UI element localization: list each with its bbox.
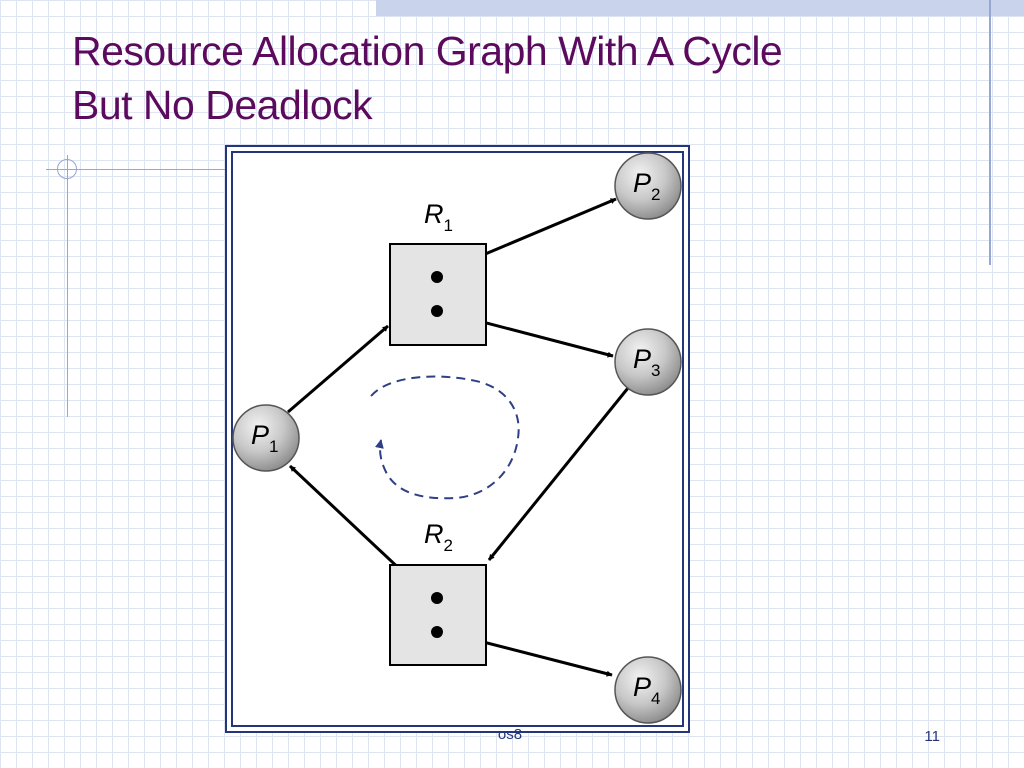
left-decor-circle: [57, 159, 77, 179]
process-p1-subscript: 1: [269, 437, 278, 456]
process-p4-letter: P: [633, 672, 651, 702]
process-p3-circle: [614, 328, 682, 396]
resource-r2-box: [389, 564, 487, 666]
left-decor-rule-vertical: [67, 155, 68, 417]
resource-r2-subscript: 2: [444, 536, 453, 555]
resource-r1: R1: [389, 199, 487, 346]
resource-r2-letter: R: [424, 519, 444, 549]
slide-title-line-2: But No Deadlock: [72, 82, 373, 128]
process-p1-letter: P: [251, 420, 269, 450]
left-decor-rule-horizontal: [46, 169, 236, 170]
process-p2-letter: P: [633, 168, 651, 198]
process-p1-label: P1: [251, 420, 278, 456]
process-p2: P2: [614, 152, 682, 220]
cycle-indicator: [370, 375, 520, 500]
resource-r2-instance-1: [431, 592, 443, 604]
process-p3: P3: [614, 328, 682, 396]
process-p3-label: P3: [633, 344, 660, 380]
process-p4: P4: [614, 656, 682, 724]
process-p1: P1: [232, 404, 300, 472]
process-p4-label: P4: [633, 672, 660, 708]
slide-title: Resource Allocation Graph With A Cycle B…: [72, 24, 952, 132]
process-p2-circle: [614, 152, 682, 220]
resource-r1-box: [389, 243, 487, 346]
process-p4-circle: [614, 656, 682, 724]
top-decor-band: [376, 0, 1024, 16]
resource-r2-label: R2: [424, 519, 453, 555]
resource-r1-label: R1: [424, 199, 453, 235]
slide-number: 11: [924, 728, 940, 745]
process-p2-label: P2: [633, 168, 660, 204]
slide-title-line-1: Resource Allocation Graph With A Cycle: [72, 28, 783, 74]
diagram-frame-inner: [231, 151, 684, 727]
process-p1-circle: [232, 404, 300, 472]
right-decor-rule: [989, 0, 991, 265]
resource-r2-instance-2: [431, 626, 443, 638]
process-p3-letter: P: [633, 344, 651, 374]
process-p4-subscript: 4: [651, 689, 660, 708]
process-p2-subscript: 2: [651, 185, 660, 204]
resource-r1-instance-2: [431, 305, 443, 317]
resource-r2: R2: [389, 519, 487, 666]
resource-r1-subscript: 1: [444, 216, 453, 235]
resource-r1-instance-1: [431, 271, 443, 283]
footer-label: os8: [497, 726, 523, 743]
process-p3-subscript: 3: [651, 361, 660, 380]
edge-p3-r2: [487, 387, 630, 561]
resource-r1-letter: R: [424, 199, 444, 229]
edge-p1-r1: [287, 324, 389, 414]
